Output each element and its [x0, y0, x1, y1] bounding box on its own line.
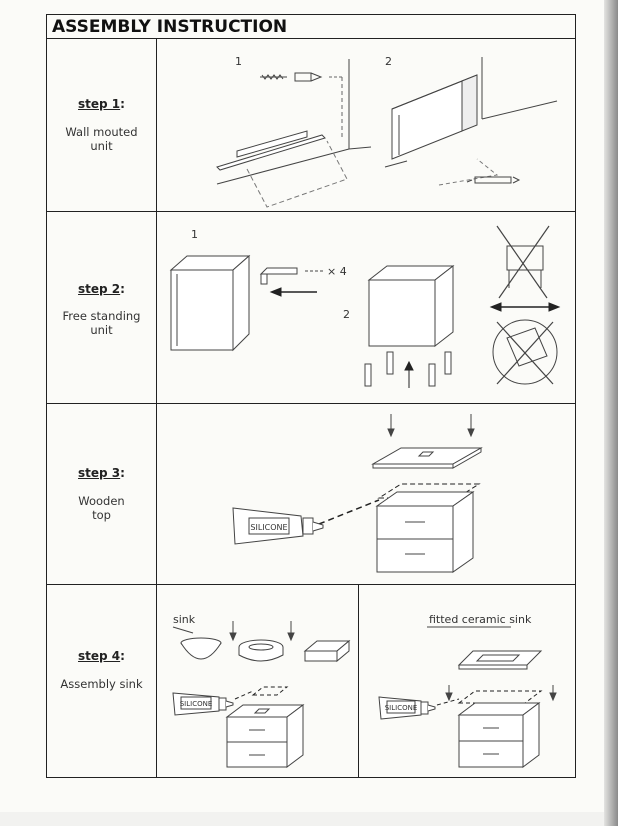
- wall-mount-diagram: 1 2: [216, 55, 558, 208]
- silicone-label: SILICONE: [250, 523, 287, 532]
- step-1-desc-line1: Wall mouted: [65, 125, 138, 139]
- step-4-title: step 4: [78, 649, 121, 663]
- cabinet-with-drawers: [457, 702, 541, 768]
- step-1-desc-line2: unit: [90, 139, 113, 153]
- step-3-label-cell: step 3: Wooden top: [47, 404, 157, 584]
- arrow-up-icon: [404, 360, 414, 388]
- assembly-table: ASSEMBLY INSTRUCTION step 1: Wall mouted…: [46, 14, 576, 778]
- instruction-sheet: ASSEMBLY INSTRUCTION step 1: Wall mouted…: [46, 14, 576, 778]
- step-2-label-cell: step 2: Free standing unit: [47, 212, 157, 403]
- arrow-down-icon: [229, 621, 295, 642]
- step-3-row: step 3: Wooden top: [47, 404, 575, 585]
- cabinet-with-legs: [367, 264, 455, 348]
- step-2-illustration: 1 2 × 4: [157, 212, 575, 403]
- step-1-label-cell: step 1: Wall mouted unit: [47, 39, 157, 211]
- silicone-tube-icon: SILICONE: [232, 507, 324, 545]
- step-1-title: step 1: [78, 97, 121, 111]
- silicone-tube-icon: SILICONE: [378, 696, 436, 720]
- step-4-illustration: sink: [157, 585, 575, 778]
- step-4-label-cell: step 4: Assembly sink: [47, 585, 157, 778]
- wall-rail: [216, 130, 326, 171]
- crossed-out-unit: [496, 225, 550, 299]
- step-2-desc-line1: Free standing: [62, 309, 141, 323]
- step-3-illustration: SILICONE: [157, 404, 575, 584]
- step-4-divider: [358, 585, 359, 778]
- arrow-down-icon: [445, 685, 557, 702]
- arrow-left-icon: [269, 287, 317, 297]
- step-2-desc-line2: unit: [90, 323, 113, 337]
- figure-number-2: 2: [343, 308, 350, 321]
- crossed-out-tipping: [492, 319, 558, 385]
- sink-assembly-diagram: sink: [172, 613, 557, 768]
- step-4-row: step 4: Assembly sink sink: [47, 585, 575, 778]
- page-edge-shadow: [604, 0, 618, 826]
- figure-number-1: 1: [191, 228, 198, 241]
- wall-corner-2: [481, 57, 558, 120]
- fitted-sink-label: fitted ceramic sink: [429, 613, 532, 626]
- wooden-top-diagram: SILICONE: [232, 414, 483, 573]
- figure-number-2: 2: [385, 55, 392, 68]
- cabinet-front-view: [169, 254, 251, 352]
- step-1-row: step 1: Wall mouted unit 1 2: [47, 39, 575, 212]
- sink-label: sink: [173, 613, 196, 626]
- wooden-top-panel: [371, 447, 483, 469]
- bowl-sink-icon: [180, 637, 222, 660]
- screw-icon: [260, 72, 323, 82]
- figure-number-1: 1: [235, 55, 242, 68]
- double-arrow-icon: [489, 302, 561, 312]
- cabinet-back-view: [391, 74, 478, 160]
- bracket-icon: [259, 267, 298, 285]
- arrow-down-icon: [387, 414, 475, 438]
- step-3-title: step 3: [78, 466, 121, 480]
- step-2-row: step 2: Free standing unit 1 2: [47, 212, 575, 404]
- step-3-desc-line2: top: [92, 508, 111, 522]
- round-sink-icon: [238, 639, 284, 662]
- step-2-title: step 2: [78, 282, 121, 296]
- silicone-tube-icon: SILICONE: [172, 692, 234, 716]
- step-1-illustration: 1 2: [157, 39, 575, 211]
- free-standing-diagram: 1 2 × 4: [169, 225, 561, 388]
- silicone-label: SILICONE: [385, 704, 418, 712]
- cabinet-with-drawers: [225, 704, 305, 768]
- page-title: ASSEMBLY INSTRUCTION: [47, 15, 575, 39]
- cabinet-with-drawers: [375, 491, 475, 573]
- screw-icon: [466, 176, 521, 184]
- square-sink-icon: [303, 639, 351, 663]
- silicone-label: SILICONE: [180, 700, 213, 708]
- step-3-desc-line1: Wooden: [78, 494, 125, 508]
- ceramic-sink-icon: [457, 650, 543, 670]
- wall-corner: [216, 59, 372, 185]
- legs-icon: [364, 351, 452, 387]
- step-4-desc-line1: Assembly sink: [60, 677, 143, 691]
- quantity-label: × 4: [327, 265, 347, 278]
